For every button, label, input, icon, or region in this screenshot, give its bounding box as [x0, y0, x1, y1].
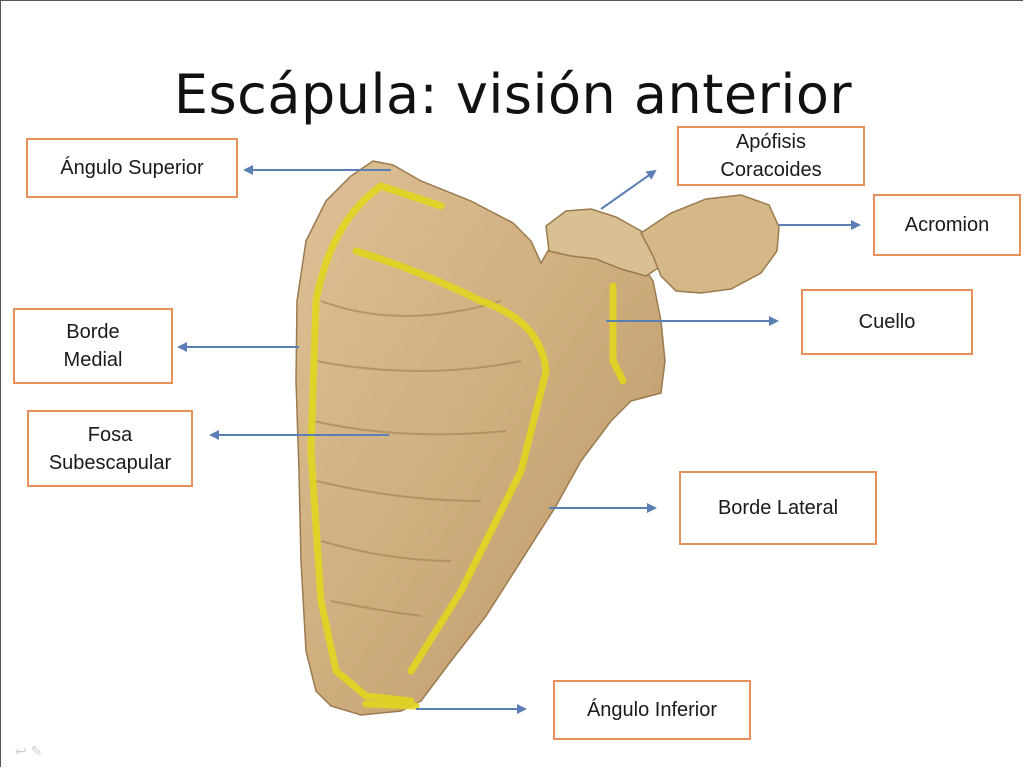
arrows: [177, 165, 861, 714]
slide-controls[interactable]: ↩ ✎: [15, 743, 42, 760]
label-borde-medial: Borde Medial: [13, 308, 173, 384]
label-fosa-subescapular: Fosa Subescapular: [27, 410, 193, 487]
label-acromion: Acromion: [873, 194, 1021, 256]
label-borde-lateral: Borde Lateral: [679, 471, 877, 545]
pen-icon[interactable]: ✎: [30, 743, 43, 759]
highlight-lines: [307, 182, 627, 710]
slide-title: Escápula: visión anterior: [173, 63, 853, 126]
scapula-bone: [295, 160, 666, 716]
label-angulo-superior: Ángulo Superior: [26, 138, 238, 198]
slide-nav-icon[interactable]: ↩: [15, 743, 27, 759]
arrow-apofisis: [600, 169, 657, 210]
label-cuello: Cuello: [801, 289, 973, 355]
bone-ridges: [312, 300, 522, 617]
label-angulo-inferior: Ángulo Inferior: [553, 680, 751, 740]
acromion-bone: [640, 194, 780, 294]
label-apofisis-coracoides: Apófisis Coracoides: [677, 126, 865, 186]
